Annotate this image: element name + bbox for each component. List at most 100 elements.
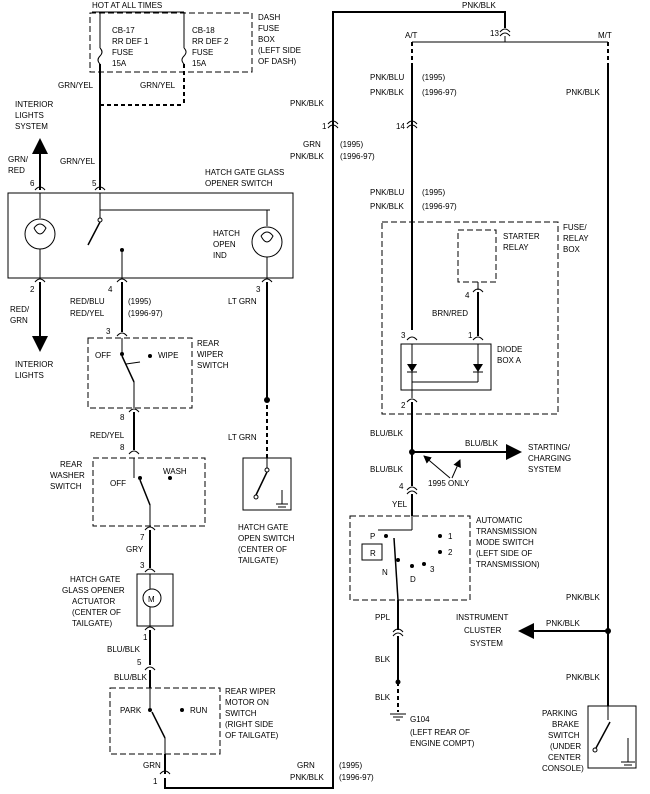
interior-lights-1: INTERIOR — [15, 360, 53, 369]
rear-washer-switch: 8 REAR WASHER SWITCH OFF WASH 7 — [50, 443, 206, 542]
year-1995-trunk: (1995) — [340, 140, 363, 149]
pin-3-actuator: 3 — [140, 561, 145, 570]
actuator-name-5: TAILGATE) — [72, 619, 112, 628]
cluster-2: CLUSTER — [464, 626, 502, 635]
year-1996-a: (1996-97) — [128, 309, 163, 318]
mode-p: P — [370, 532, 375, 541]
ground-desc-1: (LEFT REAR OF — [410, 728, 470, 737]
pin-14-label: 14 — [396, 122, 405, 131]
cb18-name: CB-18 — [192, 26, 215, 35]
hatch-gate-open-switch: HATCH GATE OPEN SWITCH (CENTER OF TAILGA… — [238, 457, 295, 565]
year-1996-at-a: (1996-97) — [422, 88, 457, 97]
only-1995-label: 1995 ONLY — [428, 479, 470, 488]
cb18-fuse-icon — [181, 47, 187, 65]
wire-label-ppl: PPL — [375, 613, 391, 622]
actuator-name-1: HATCH GATE — [70, 575, 120, 584]
washer-switch-contact-icon — [139, 479, 151, 506]
pin-6-label: 6 — [30, 179, 35, 188]
wire-label-pnk-blk-cluster: PNK/BLK — [546, 619, 580, 628]
wire-label-pnk-blk-trunk: PNK/BLK — [290, 99, 324, 108]
wire-label-brn-red: BRN/RED — [432, 309, 468, 318]
mode-switch-contact-icon — [393, 537, 399, 601]
pin-1-actuator: 1 — [143, 633, 148, 642]
pin-5-label: 5 — [92, 179, 97, 188]
motor-park-label: PARK — [120, 706, 142, 715]
diode-icon-2 — [473, 364, 483, 372]
cb18-desc2: FUSE — [192, 48, 213, 57]
wire-label-grn-trunk: GRN — [303, 140, 321, 149]
wire-label-grn-motor: GRN — [143, 761, 161, 770]
at-label: A/T — [405, 31, 418, 40]
starting-system-2: CHARGING — [528, 454, 571, 463]
cb18-rating: 15A — [192, 59, 207, 68]
cluster-1: INSTRUMENT — [456, 613, 509, 622]
wire-label-pnk-blk-mt-c: PNK/BLK — [566, 673, 600, 682]
mt-label: M/T — [598, 31, 612, 40]
wire-label-grn-bottom: GRN — [297, 761, 315, 770]
motor-name-2: MOTOR ON — [225, 698, 269, 707]
cluster-3: SYSTEM — [470, 639, 503, 648]
hatch-ind-label-2: OPEN — [213, 240, 236, 249]
pin-1-diode: 1 — [468, 331, 473, 340]
parking-brake-2: BRAKE — [552, 720, 579, 729]
wire-label-pnk-blk-mt-b: PNK/BLK — [566, 593, 600, 602]
pin-13-label: 13 — [490, 29, 499, 38]
wire-label-red-grn-2: GRN — [10, 316, 28, 325]
pin-1-motor: 1 — [153, 777, 158, 786]
wire-label-pnk-blk-mt-a: PNK/BLK — [566, 88, 600, 97]
wiper-off-label: OFF — [95, 351, 111, 360]
wire-label-pnk-blk-at-b: PNK/BLK — [370, 202, 404, 211]
wiper-switch-contact-icon — [121, 355, 135, 383]
rear-wiper-switch: 3 REAR WIPER SWITCH OFF WIPE 8 — [87, 327, 229, 422]
wire-label-lt-grn-b: LT GRN — [228, 433, 257, 442]
motor-switch-contact-icon — [151, 711, 166, 739]
ground-desc-2: ENGINE COMPT) — [410, 739, 475, 748]
motor-icon — [142, 588, 162, 608]
wire-label-lt-grn-a: LT GRN — [228, 297, 257, 306]
hatch-ind-label-3: IND — [213, 251, 227, 260]
year-1995-at-a: (1995) — [422, 73, 445, 82]
starter-relay-1: STARTER — [503, 232, 540, 241]
cb17-desc1: RR DEF 1 — [112, 37, 149, 46]
parking-brake-3: SWITCH — [548, 731, 580, 740]
tailgate-switch-name-2: OPEN SWITCH — [238, 534, 295, 543]
motor-name-3: SWITCH — [225, 709, 257, 718]
washer-wash-label: WASH — [163, 467, 187, 476]
fuse-box-name-4: (LEFT SIDE — [258, 46, 301, 55]
wire-label-grn-yel-1: GRN/YEL — [58, 81, 94, 90]
pin-4-relay: 4 — [465, 291, 470, 300]
wire-label-blk-b: BLK — [375, 693, 391, 702]
hatch-switch-contact-icon — [87, 221, 101, 246]
wire-label-pnk-blu-b: PNK/BLU — [370, 188, 404, 197]
motor-symbol: M — [148, 595, 155, 604]
mode-switch-name-5: TRANSMISSION) — [476, 560, 540, 569]
transmission-mode-switch: P R N D 1 2 3 AUTOMATIC TRANSMISSION MOD… — [349, 515, 540, 601]
motor-name-5: OF TAILGATE) — [225, 731, 279, 740]
hatch-switch-title-1: HATCH GATE GLASS — [205, 168, 284, 177]
wire-label-red-blu: RED/BLU — [70, 297, 105, 306]
wire-label-grn-yel-2: GRN/YEL — [140, 81, 176, 90]
wiper-wipe-label: WIPE — [158, 351, 178, 360]
mode-3: 3 — [430, 565, 435, 574]
interior-lights-system-3: SYSTEM — [15, 122, 48, 131]
pin-3-hatch: 3 — [256, 285, 261, 294]
cb17-rating: 15A — [112, 59, 127, 68]
year-1995-bottom: (1995) — [339, 761, 362, 770]
parking-brake-1: PARKING — [542, 709, 577, 718]
parking-brake-contact-icon — [595, 721, 611, 749]
hatch-gate-glass-opener-switch: HATCH GATE GLASS OPENER SWITCH HATCH OPE… — [7, 168, 294, 283]
interior-lights-system-1: INTERIOR — [15, 100, 53, 109]
wire-label-blu-blk-e: BLU/BLK — [370, 465, 404, 474]
fuse-box-name-2: FUSE — [258, 24, 279, 33]
pin-1-trunk: 1 — [322, 122, 327, 131]
diode-icon-1 — [407, 364, 417, 372]
washer-switch-name-3: SWITCH — [50, 482, 82, 491]
starter-relay-2: RELAY — [503, 243, 529, 252]
wire-label-pnk-blu-a: PNK/BLU — [370, 73, 404, 82]
wire-label-gry: GRY — [126, 545, 144, 554]
mode-d: D — [410, 575, 416, 584]
tailgate-switch-contact-icon — [255, 471, 268, 496]
mode-2: 2 — [448, 548, 453, 557]
trunk-wire — [164, 11, 506, 789]
mode-switch-name-4: (LEFT SIDE OF — [476, 549, 532, 558]
